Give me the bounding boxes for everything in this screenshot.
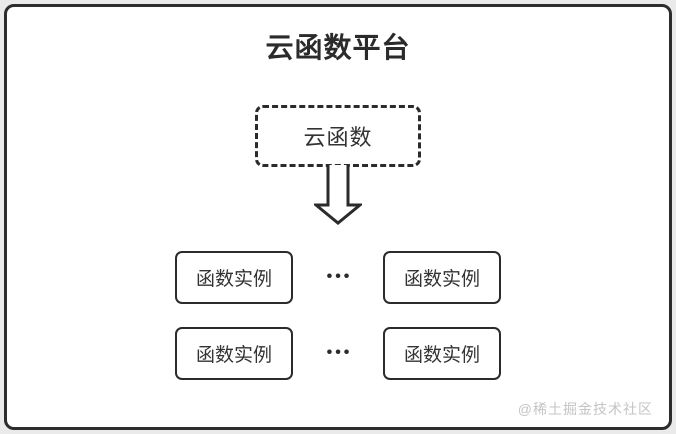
- instance-row-1: 函数实例 ••• 函数实例: [175, 250, 501, 304]
- down-arrow-icon: [314, 164, 362, 225]
- watermark: @稀土掘金技术社区: [517, 401, 653, 417]
- instance-label: 函数实例: [195, 344, 272, 366]
- cloud-function-node: 云函数: [255, 104, 421, 167]
- instance-label: 函数实例: [195, 268, 272, 290]
- instance-grid: 函数实例 ••• 函数实例 函数实例 ••• 函数实例: [175, 250, 501, 380]
- ellipsis: •••: [326, 268, 353, 286]
- instance-row-2: 函数实例 ••• 函数实例: [175, 326, 501, 380]
- cloud-platform-panel: 云函数平台 云函数 函数实例 ••• 函数实例 函数实例 •••: [4, 4, 672, 430]
- instance-label: 函数实例: [403, 344, 480, 366]
- instance-node: 函数实例: [383, 326, 501, 380]
- ellipsis: •••: [326, 344, 353, 362]
- instance-node: 函数实例: [383, 250, 501, 304]
- instance-node: 函数实例: [175, 250, 293, 304]
- instance-node: 函数实例: [175, 326, 293, 380]
- instance-label: 函数实例: [403, 268, 480, 290]
- diagram-title: 云函数平台: [265, 32, 411, 63]
- cloud-function-label: 云函数: [303, 124, 373, 150]
